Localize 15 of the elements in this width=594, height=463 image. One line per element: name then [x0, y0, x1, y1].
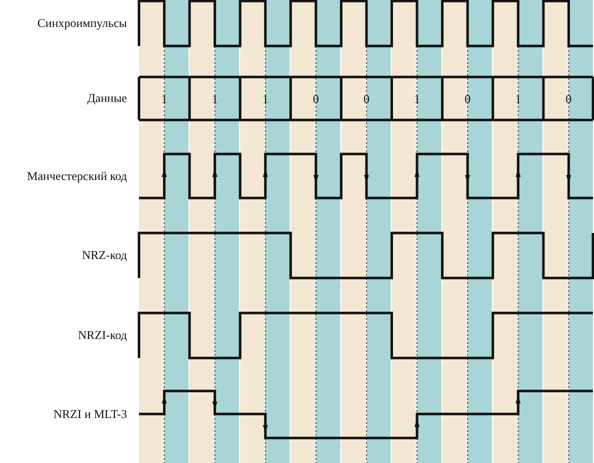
signal-label: Синхроимпульсы [37, 17, 127, 29]
bit-value: 1 [212, 93, 218, 105]
signal-label: NRZI-код [78, 329, 127, 341]
bit-value: 1 [515, 93, 522, 105]
bit-value: 0 [566, 93, 572, 105]
signal-label: NRZI и MLT-3 [53, 408, 127, 420]
bit-value: 0 [363, 93, 370, 105]
bit-value: 0 [464, 93, 471, 105]
signal-label: Манчестерский код [27, 170, 127, 182]
bit-value: 1 [414, 93, 420, 105]
bit-value: 1 [161, 93, 168, 105]
bit-value: 1 [262, 93, 268, 105]
bit-value: 0 [312, 93, 319, 105]
signal-label: NRZ-код [82, 249, 127, 261]
signal-label: Данные [87, 92, 127, 104]
